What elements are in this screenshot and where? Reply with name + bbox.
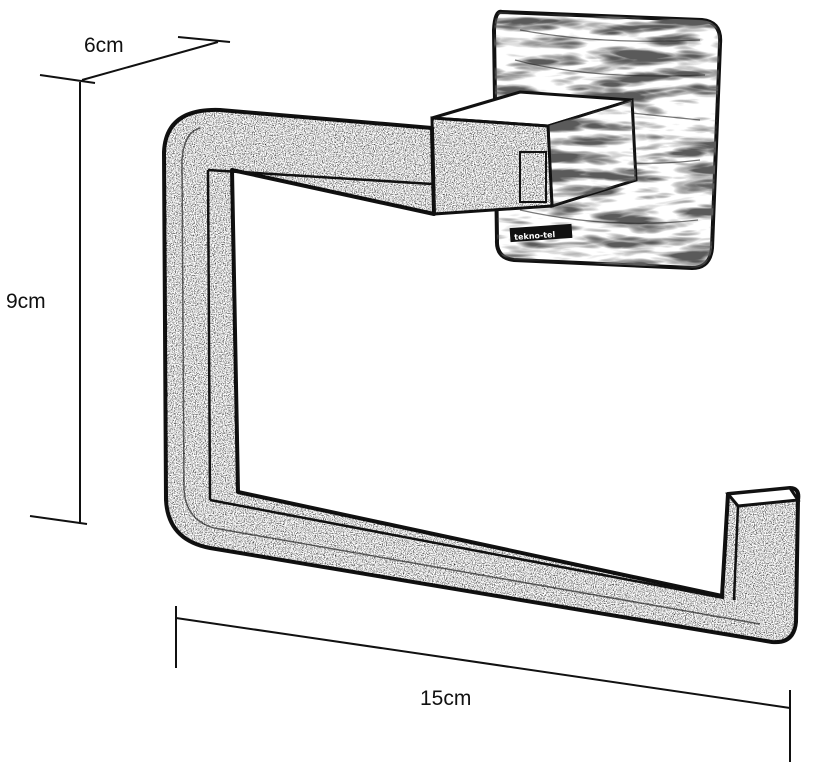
width-dimension: 15cm [175, 606, 791, 762]
height-label: 9cm [6, 290, 46, 313]
width-label: 15cm [420, 687, 471, 710]
ring-end-cap [725, 486, 801, 508]
depth-dimension-tick-left [39, 74, 96, 84]
depth-dimension-line [81, 41, 219, 81]
width-dimension-line [175, 617, 791, 709]
brand-label: tekno-tel [514, 230, 556, 242]
height-dimension: 9cm [6, 82, 88, 525]
depth-dimension: 6cm [39, 34, 231, 84]
depth-label: 6cm [84, 34, 124, 57]
brand-badge [509, 223, 573, 243]
towel-ring [162, 107, 801, 645]
depth-dimension-tick-right [177, 36, 231, 43]
height-dimension-tick-bottom [29, 515, 88, 525]
